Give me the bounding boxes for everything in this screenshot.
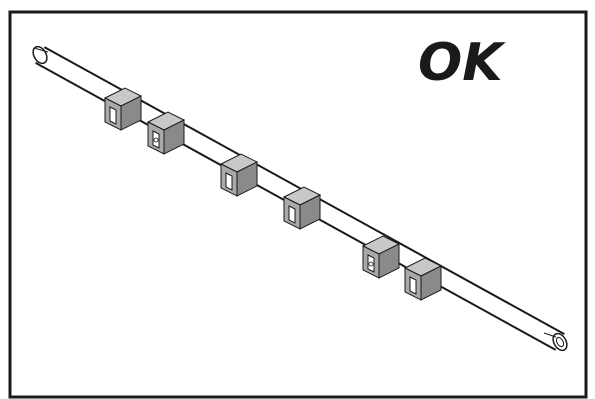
bracket — [219, 153, 259, 197]
bracket — [282, 186, 322, 230]
bracket — [103, 87, 143, 131]
brackets — [103, 87, 443, 301]
bracket — [403, 257, 443, 301]
ok-label: OK — [418, 33, 506, 93]
bracket — [361, 235, 401, 279]
bracket — [146, 111, 186, 155]
